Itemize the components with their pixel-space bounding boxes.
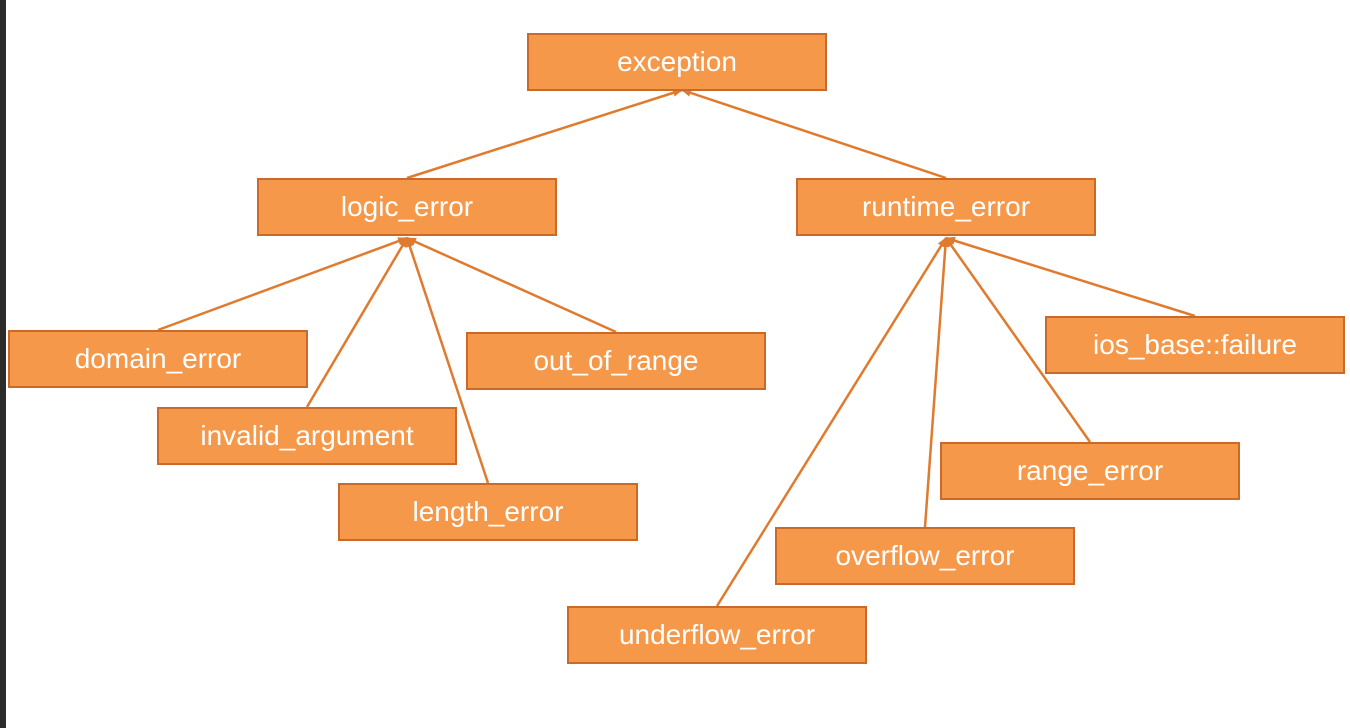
edge-overflow-error-to-runtime-error — [923, 237, 950, 528]
edge-out-of-range-to-logic-error — [406, 236, 617, 334]
node-domain-error: domain_error — [8, 330, 308, 388]
edge-domain-error-to-logic-error — [157, 236, 408, 332]
node-overflow-error: overflow_error — [775, 527, 1075, 585]
edge-logic-error-to-exception — [406, 88, 683, 180]
node-length-error: length_error — [338, 483, 638, 541]
edge-ios-base-failure-to-runtime-error — [945, 236, 1196, 318]
node-runtime-error: runtime_error — [796, 178, 1096, 236]
node-logic-error: logic_error — [257, 178, 557, 236]
node-exception: exception — [527, 33, 827, 91]
edge-range-error-to-runtime-error — [944, 237, 1092, 443]
window-edge — [0, 0, 6, 728]
node-range-error: range_error — [940, 442, 1240, 500]
edge-runtime-error-to-exception — [681, 88, 947, 180]
edge-length-error-to-logic-error — [405, 237, 490, 484]
edge-underflow-error-to-runtime-error — [715, 237, 948, 607]
edge-invalid-argument-to-logic-error — [305, 237, 409, 408]
node-out-of-range: out_of_range — [466, 332, 766, 390]
node-ios-base-failure: ios_base::failure — [1045, 316, 1345, 374]
node-underflow-error: underflow_error — [567, 606, 867, 664]
node-invalid-argument: invalid_argument — [157, 407, 457, 465]
